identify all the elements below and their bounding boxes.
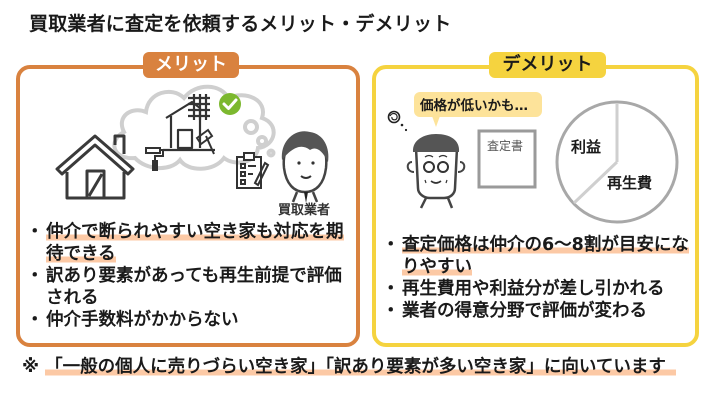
footnote-text: 「一般の個人に売りづらい空き家」「訳あり要素が多い空き家」に向いています: [45, 357, 676, 377]
clipboard-icon: [236, 152, 270, 189]
scribble-thought-icon: [387, 110, 408, 132]
merit-bullet-list: 仲介で断られやすい空き家も対応を期待できる 訳あり要素があっても再生前提で評価さ…: [26, 221, 356, 331]
merit-bullet-item: 仲介手数料がかからない: [26, 309, 356, 331]
footnote: ※ 「一般の個人に売りづらい空き家」「訳あり要素が多い空き家」に向いています: [22, 353, 676, 378]
demerit-bullet-text: 再生費用や利益分が差し引かれる: [402, 279, 665, 299]
demerit-bullet-item: 業者の得意分野で評価が変わる: [382, 300, 694, 322]
document-icon: 査定書: [477, 129, 537, 189]
worried-person-icon: [406, 134, 466, 209]
merit-bullet-item: 仲介で断られやすい空き家も対応を期待できる: [26, 221, 356, 265]
check-icon: [219, 93, 241, 115]
demerit-bullet-item: 再生費用や利益分が差し引かれる: [382, 278, 694, 300]
document-label: 査定書: [487, 138, 523, 153]
merit-bullet-item: 訳あり要素があっても再生前提で評価される: [26, 265, 356, 309]
hammer-icon: [195, 128, 215, 155]
demerit-bullet-item: 査定価格は仲介の6〜8割が目安になりやすい: [382, 234, 694, 278]
pie-label-profit: 利益: [571, 138, 601, 156]
merit-bullet-text: 仲介で断られやすい空き家も対応を期待できる: [46, 222, 344, 264]
demerit-bullet-text: 査定価格は仲介の6〜8割が目安になりやすい: [402, 235, 689, 277]
renovated-house-icon: [163, 94, 215, 152]
house-icon: [55, 134, 135, 200]
speech-bubble-text: 価格が低いかも…: [419, 97, 528, 114]
buyer-caption: 買取業者: [278, 202, 330, 218]
demerit-illustration: 価格が低いかも… 査定書 利益 再生費: [387, 92, 679, 224]
person-icon: [281, 131, 329, 203]
speech-bubble: 価格が低いかも…: [414, 92, 542, 127]
demerit-bullet-text: 業者の得意分野で評価が変わる: [402, 301, 647, 321]
paint-roller-icon: [145, 147, 164, 171]
merit-bullet-text: 仲介手数料がかからない: [46, 310, 239, 330]
merit-label: メリット: [143, 52, 239, 78]
pie-chart-icon: 利益 再生費: [555, 100, 679, 224]
demerit-label: デメリット: [489, 52, 606, 78]
footnote-mark: ※: [22, 357, 40, 377]
pie-label-renovation-cost: 再生費: [607, 174, 652, 192]
merit-bullet-text: 訳あり要素があっても再生前提で評価される: [46, 266, 342, 308]
page-title: 買取業者に査定を依頼するメリット・デメリット: [29, 13, 452, 35]
merit-illustration: 買取業者: [55, 84, 330, 218]
demerit-bullet-list: 査定価格は仲介の6〜8割が目安になりやすい 再生費用や利益分が差し引かれる 業者…: [382, 234, 694, 322]
